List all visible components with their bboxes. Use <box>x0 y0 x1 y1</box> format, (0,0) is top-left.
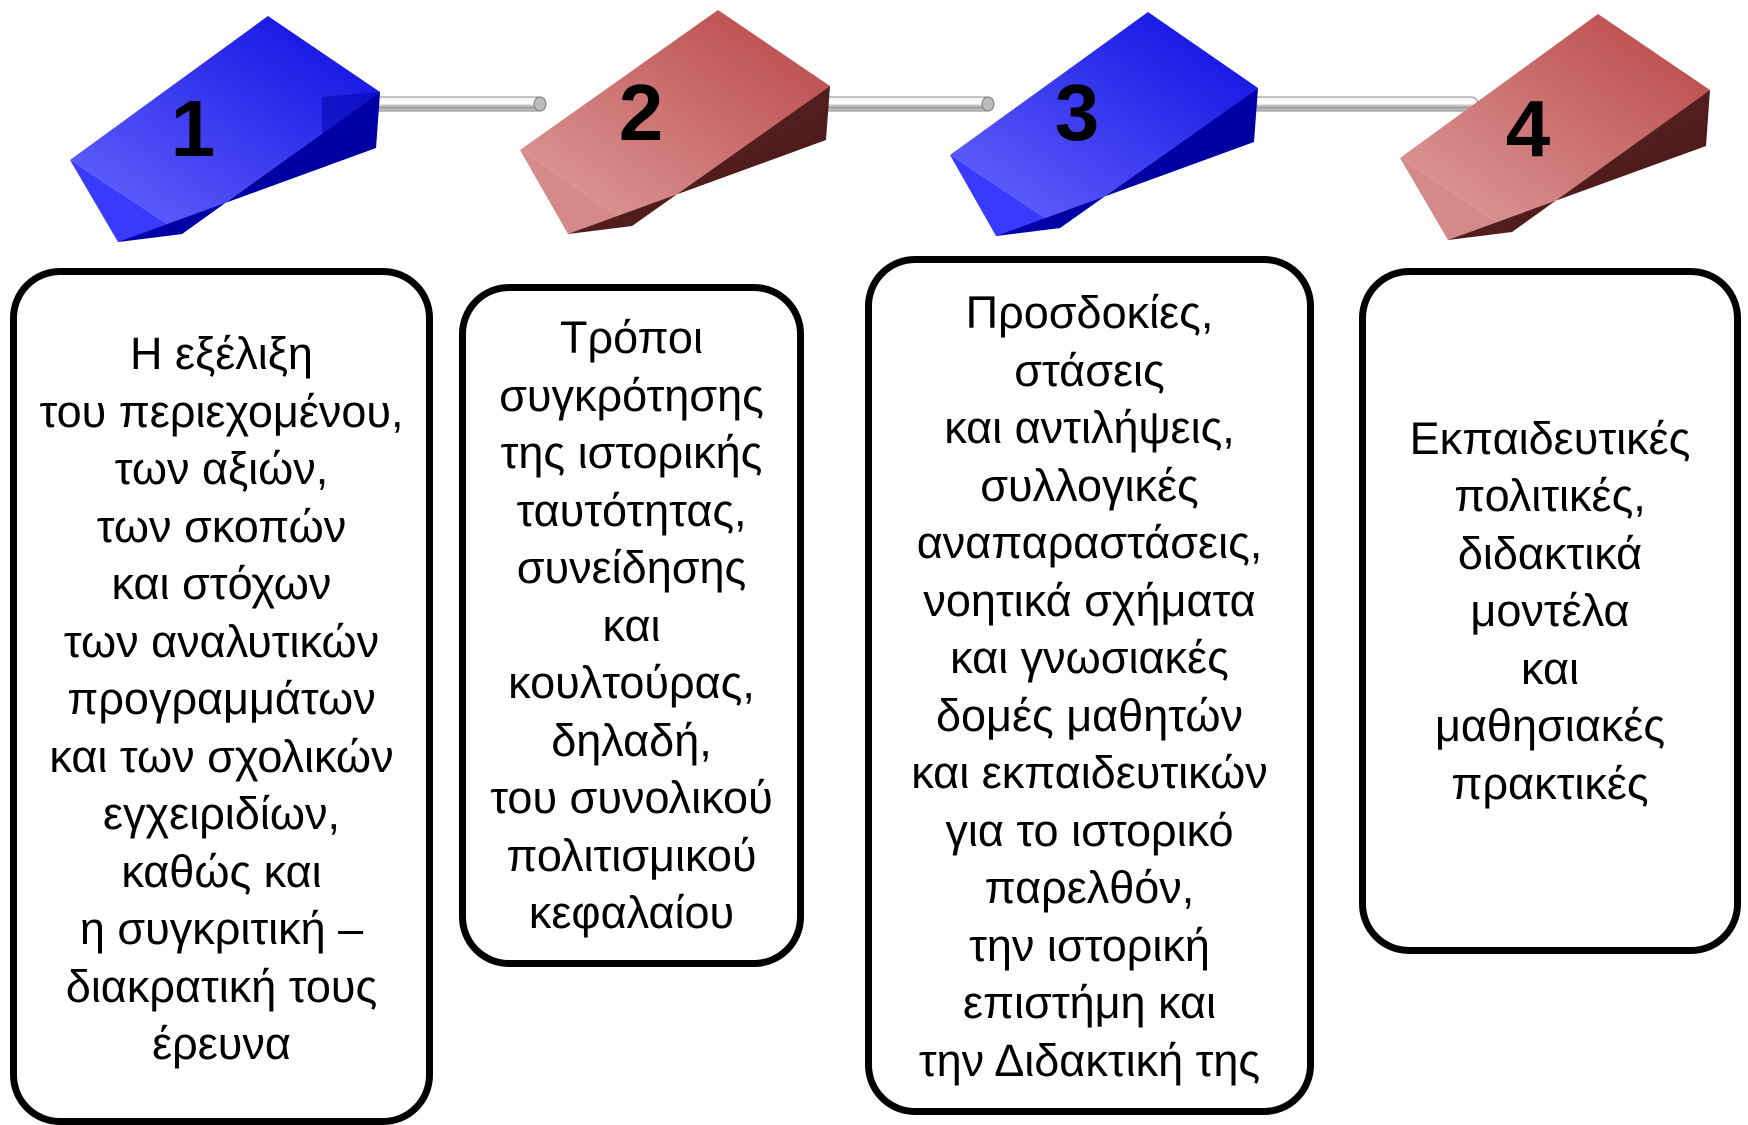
step-3-description: Προσδοκίες, στάσεις και αντιλήψεις, συλλ… <box>911 287 1268 1086</box>
step-number-1: 1 <box>171 84 216 173</box>
step-block-1: 1 <box>70 16 380 242</box>
connector-rod-3-4 <box>1221 96 1479 112</box>
step-block-3: 3 <box>950 12 1258 236</box>
step-number-3: 3 <box>1055 68 1100 157</box>
step-4-description-box: Εκπαιδευτικές πολιτικές, διδακτικά μοντέ… <box>1359 268 1741 954</box>
step-number-2: 2 <box>619 68 664 157</box>
step-2-description-box: Τρόποι συγκρότησης της ιστορικής ταυτότη… <box>459 284 804 967</box>
step-3-description-box: Προσδοκίες, στάσεις και αντιλήψεις, συλλ… <box>865 256 1314 1115</box>
step-2-description: Τρόποι συγκρότησης της ιστορικής ταυτότη… <box>490 312 773 939</box>
step-block-2: 2 <box>520 10 830 234</box>
step-1-description: Η εξέλιξη του περιεχομένου, των αξιών, τ… <box>39 328 404 1070</box>
step-4-description: Εκπαιδευτικές πολιτικές, διδακτικά μοντέ… <box>1409 412 1691 809</box>
step-block-4: 4 <box>1400 14 1710 240</box>
step-number-4: 4 <box>1506 84 1551 173</box>
step-1-description-box: Η εξέλιξη του περιεχομένου, των αξιών, τ… <box>10 268 433 1125</box>
